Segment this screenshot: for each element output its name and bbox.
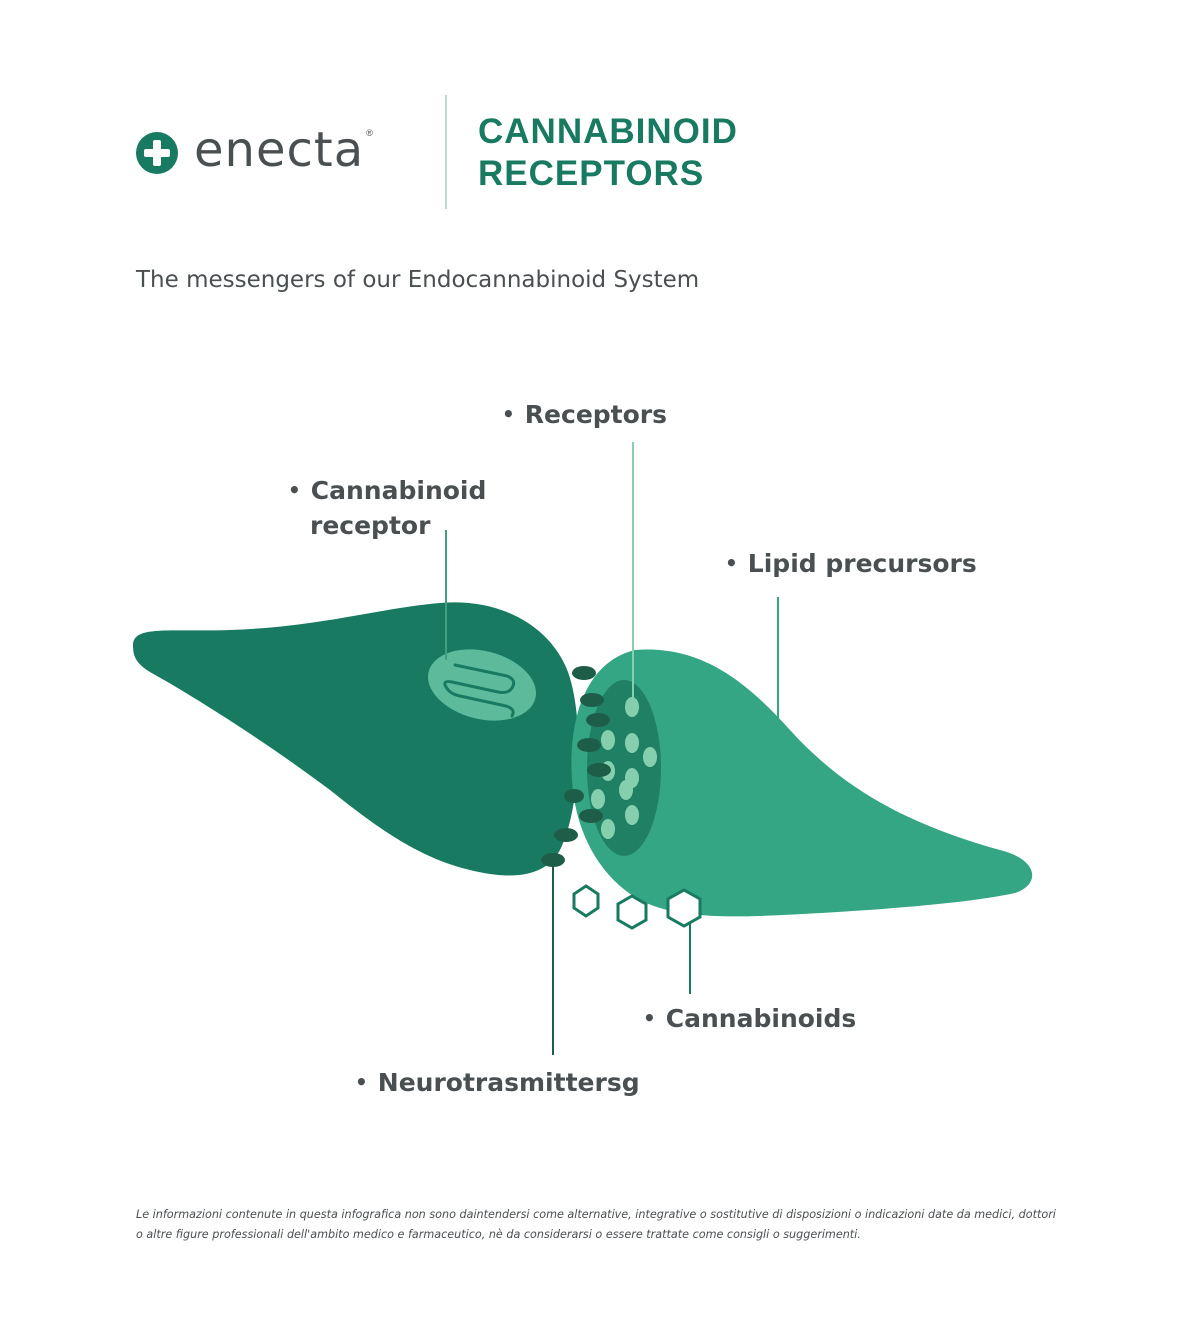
page-subtitle: The messengers of our Endocannabinoid Sy… xyxy=(136,267,700,293)
page-title: CANNABINOID RECEPTORS xyxy=(478,111,818,195)
bullet: • xyxy=(502,402,515,426)
label-lipid-precursors: • Lipid precursors xyxy=(725,547,977,582)
label-cannabinoids: • Cannabinoids xyxy=(643,1002,856,1037)
label-text: Cannabinoids xyxy=(665,1004,857,1033)
label-neurotransmitters: • Neurotrasmittersg xyxy=(355,1066,640,1101)
presynaptic-neuron xyxy=(133,602,579,876)
bullet: • xyxy=(643,1006,656,1030)
title-line-2: RECEPTORS xyxy=(478,154,705,193)
bullet: • xyxy=(288,478,301,502)
enecta-logo: enecta ® xyxy=(136,122,373,178)
brand-name: enecta xyxy=(194,122,365,178)
bullet: • xyxy=(725,551,738,575)
label-receptors: • Receptors xyxy=(502,398,667,433)
title-line-1: CANNABINOID xyxy=(478,112,738,151)
label-text-line-1: Cannabinoid xyxy=(310,476,487,505)
disclaimer-text: Le informazioni contenute in questa info… xyxy=(136,1208,1056,1241)
header-divider xyxy=(445,95,447,209)
postsynaptic-neuron xyxy=(571,649,1033,917)
label-text: Receptors xyxy=(524,400,668,429)
cannabinoid-receptor xyxy=(428,649,536,721)
bullet: • xyxy=(355,1070,368,1094)
registered-mark: ® xyxy=(366,128,373,138)
label-text: Neurotrasmittersg xyxy=(377,1068,640,1097)
cannabinoid-hexagons xyxy=(572,884,702,930)
label-text-line-2: receptor xyxy=(310,511,431,540)
label-text: Lipid precursors xyxy=(747,549,977,578)
label-cannabinoid-receptor: • Cannabinoid receptor xyxy=(288,474,486,543)
plus-cross-circle-icon xyxy=(136,132,178,174)
